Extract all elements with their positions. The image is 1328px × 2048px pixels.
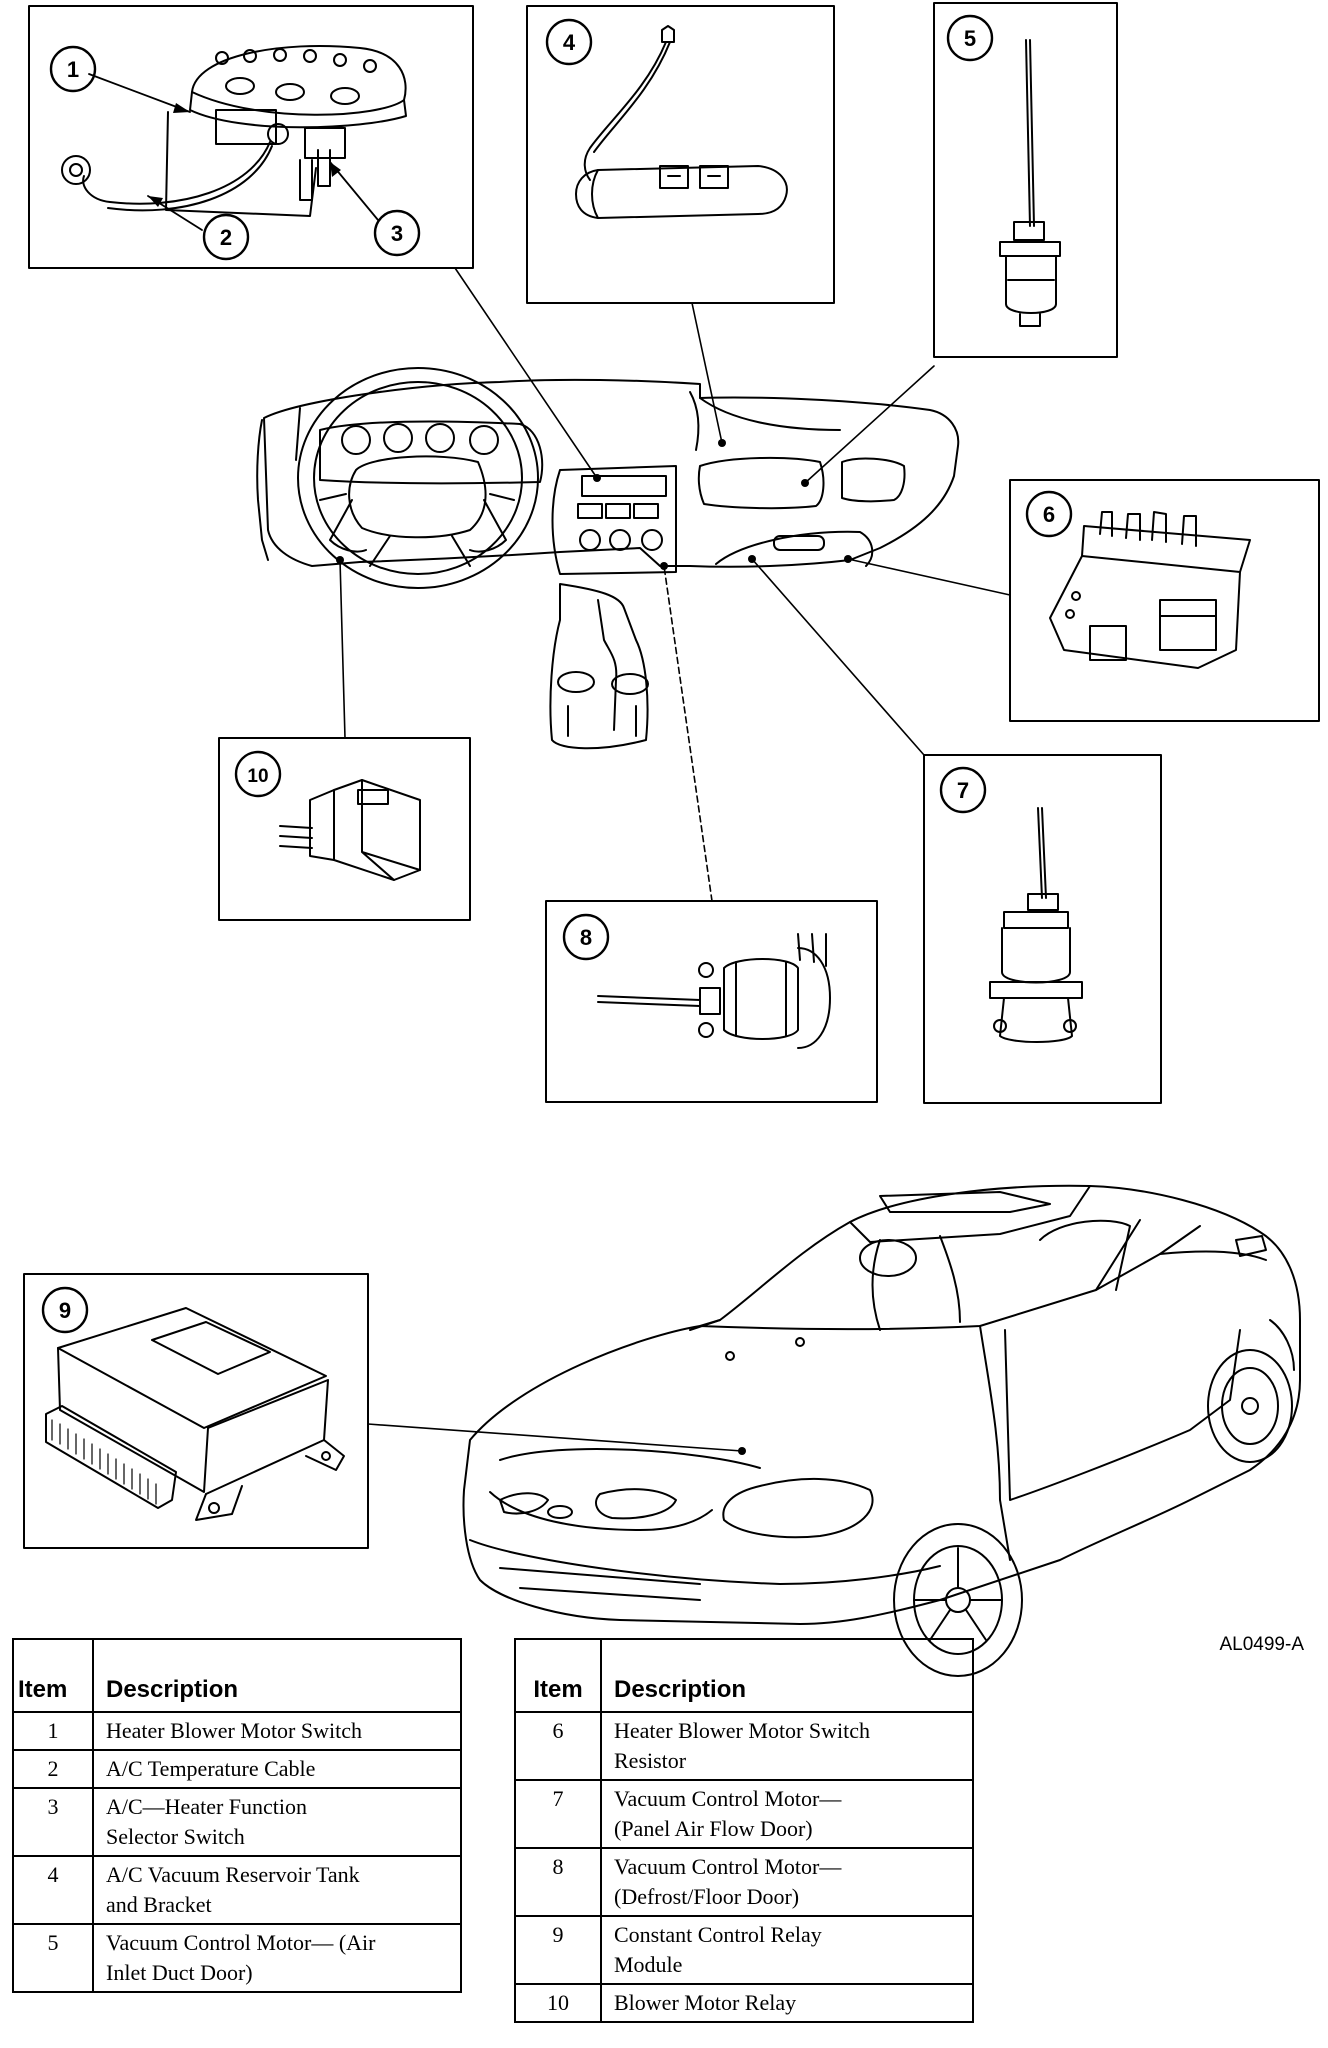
description-line: Blower Motor Relay (614, 1990, 797, 2015)
inset-box-4 (526, 5, 835, 304)
callout-8: 8 (580, 925, 592, 950)
description-line: Inlet Duct Door) (106, 1960, 253, 1985)
description-line: Vacuum Control Motor— (614, 1854, 842, 1879)
legend-row: 8 Vacuum Control Motor— (Defrost/Floor Doo… (514, 1847, 974, 1917)
legend-item-number: 9 (514, 1915, 602, 1985)
legend-item-description: Vacuum Control Motor— (Panel Air Flow Doo… (600, 1779, 974, 1849)
car-drawing (462, 1184, 1301, 1677)
callout-7: 7 (957, 778, 969, 803)
callout-6: 6 (1043, 502, 1055, 527)
callout-3: 3 (391, 221, 403, 246)
relay-drawing (279, 779, 421, 881)
legend-row: 1 Heater Blower Motor Switch (12, 1711, 462, 1751)
callout-2: 2 (220, 225, 232, 250)
legend-item-description: Heater Blower Motor Switch (92, 1711, 462, 1751)
callout-circles (41, 14, 1073, 1334)
leader-lines (339, 267, 1011, 1452)
callout-arrows (88, 73, 379, 231)
inset-box-5 (933, 2, 1118, 358)
legend-item-description: A/C Vacuum Reservoir Tank and Bracket (92, 1855, 462, 1925)
legend-header-item: Item (514, 1638, 602, 1713)
legend-row: 4 A/C Vacuum Reservoir Tank and Bracket (12, 1855, 462, 1925)
legend-item-number: 8 (514, 1847, 602, 1917)
legend-header-item: Item (12, 1638, 94, 1713)
legend-header-description: Description (92, 1638, 462, 1713)
description-line: and Bracket (106, 1892, 212, 1917)
legend-item-number: 3 (12, 1787, 94, 1857)
description-line: Vacuum Control Motor— (614, 1786, 842, 1811)
description-line: A/C—Heater Function (106, 1794, 308, 1819)
inset-box-1-3 (28, 5, 474, 269)
inset-box-6 (1009, 479, 1320, 722)
description-line: Heater Blower Motor Switch (106, 1718, 362, 1743)
figure-code: AL0499-A (1219, 1634, 1304, 1655)
vacuum-motor-8-drawing (597, 933, 831, 1049)
callout-5: 5 (964, 26, 976, 51)
description-line: (Defrost/Floor Door) (614, 1884, 800, 1909)
description-line: Heater Blower Motor Switch (614, 1718, 870, 1743)
legend-item-number: 2 (12, 1749, 94, 1789)
steering-wheel-drawing (297, 367, 539, 589)
callout-10: 10 (247, 766, 268, 787)
legend-item-number: 1 (12, 1711, 94, 1751)
dashboard-drawing (256, 378, 960, 750)
control-head-drawing (61, 45, 407, 217)
legend-item-number: 4 (12, 1855, 94, 1925)
legend-item-description: Blower Motor Relay (600, 1983, 974, 2023)
legend-item-description: A/C Temperature Cable (92, 1749, 462, 1789)
description-line: Vacuum Control Motor— (Air (106, 1930, 376, 1955)
description-line: Resistor (614, 1748, 687, 1773)
description-line: Selector Switch (106, 1824, 245, 1849)
description-line: A/C Temperature Cable (106, 1756, 316, 1781)
legend-row: 2 A/C Temperature Cable (12, 1749, 462, 1789)
legend-row: 7 Vacuum Control Motor— (Panel Air Flow Do… (514, 1779, 974, 1849)
inset-box-7 (923, 754, 1162, 1104)
callout-arrowheads (148, 103, 341, 207)
description-line: A/C Vacuum Reservoir Tank (106, 1862, 360, 1887)
inset-box-8 (545, 900, 878, 1103)
vacuum-motor-5-drawing (999, 39, 1061, 327)
vacuum-motor-7-drawing (989, 807, 1083, 1043)
legend-item-number: 10 (514, 1983, 602, 2023)
legend-header-description: Description (600, 1638, 974, 1713)
callout-labels: 1 2 3 4 5 6 7 8 9 10 (59, 26, 1055, 1323)
callout-1: 1 (67, 57, 79, 82)
description-line: Module (614, 1952, 683, 1977)
inset-box-9 (23, 1273, 369, 1549)
callout-4: 4 (563, 30, 576, 55)
callout-9: 9 (59, 1298, 71, 1323)
legend-item-number: 6 (514, 1711, 602, 1781)
legend-item-description: Vacuum Control Motor— (Defrost/Floor Door… (600, 1847, 974, 1917)
reservoir-tank-drawing (575, 25, 788, 219)
legend-row: 10 Blower Motor Relay (514, 1983, 974, 2023)
legend-item-number: 7 (514, 1779, 602, 1849)
description-line: (Panel Air Flow Door) (614, 1816, 813, 1841)
resistor-drawing (1049, 511, 1251, 669)
legend-item-number: 5 (12, 1923, 94, 1993)
description-line: Constant Control Relay (614, 1922, 822, 1947)
relay-module-drawing (45, 1307, 345, 1521)
legend-table-left: Item Description 1 Heater Blower Motor Sw… (12, 1638, 462, 1993)
